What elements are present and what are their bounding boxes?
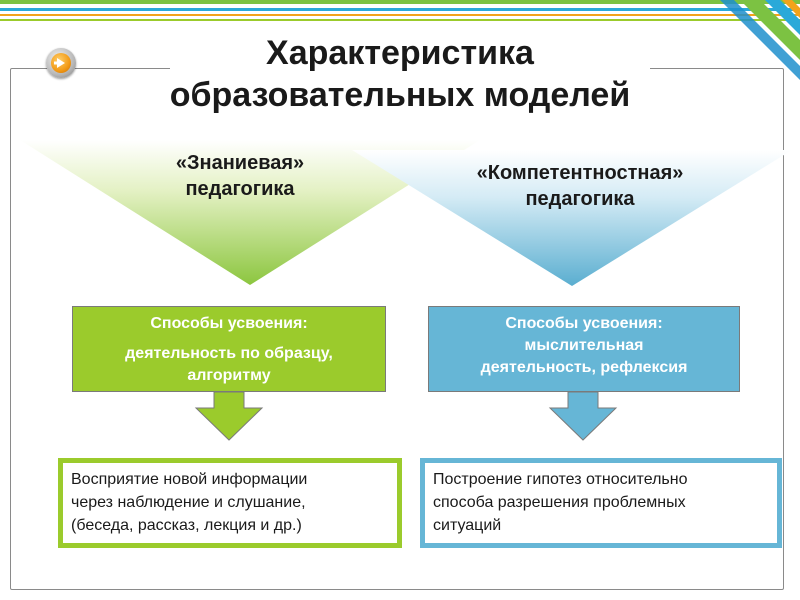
knowledge-down-arrow-icon (194, 392, 264, 442)
title-line-2: образовательных моделей (90, 74, 710, 116)
knowledge-model-subtitle: педагогика (140, 176, 340, 202)
knowledge-result-box: Восприятие новой информации через наблюд… (58, 458, 402, 548)
competence-method-box: Способы усвоения: мыслительная деятельно… (428, 306, 740, 392)
competence-result-line-2: способа разрешения проблемных (433, 491, 769, 514)
competence-result-line-3: ситуаций (433, 514, 769, 537)
knowledge-model-label: «Знаниевая» педагогика (140, 150, 340, 202)
knowledge-model-name: «Знаниевая» (140, 150, 340, 176)
competence-method-line-1: мыслительная (429, 335, 739, 357)
competence-model-name: «Компетентностная» (440, 160, 720, 186)
competence-model-label: «Компетентностная» педагогика (440, 160, 720, 212)
knowledge-method-line-2: алгоритму (73, 365, 385, 387)
knowledge-result-line-2: через наблюдение и слушание, (71, 491, 389, 514)
slide-title: Характеристика образовательных моделей (90, 32, 710, 116)
arrow-glyph-icon (51, 53, 71, 73)
knowledge-method-box: Способы усвоения: деятельность по образц… (72, 306, 386, 392)
knowledge-method-line-1: деятельность по образцу, (73, 343, 385, 365)
knowledge-method-title: Способы усвоения: (73, 313, 385, 335)
competence-method-title: Способы усвоения: (429, 313, 739, 335)
competence-model-subtitle: педагогика (440, 186, 720, 212)
competence-result-box: Построение гипотез относительно способа … (420, 458, 782, 548)
competence-method-line-2: деятельность, рефлексия (429, 357, 739, 379)
knowledge-result-line-1: Восприятие новой информации (71, 468, 389, 491)
competence-down-arrow-icon (548, 392, 618, 442)
next-slide-button[interactable] (46, 48, 76, 78)
knowledge-result-line-3: (беседа, рассказ, лекция и др.) (71, 514, 389, 537)
competence-result-line-1: Построение гипотез относительно (433, 468, 769, 491)
title-line-1: Характеристика (90, 32, 710, 74)
